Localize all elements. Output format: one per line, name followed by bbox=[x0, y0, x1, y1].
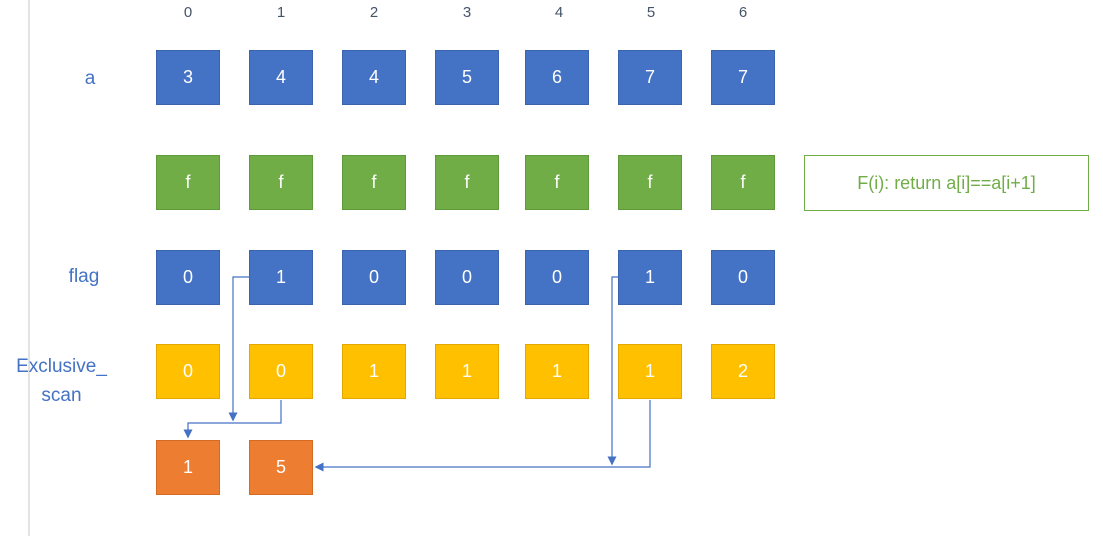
f-cell: f bbox=[711, 155, 775, 210]
column-index: 4 bbox=[554, 4, 564, 21]
arrow-flag5 bbox=[607, 276, 618, 466]
column-index: 1 bbox=[276, 4, 286, 21]
a-cell: 3 bbox=[156, 50, 220, 105]
row-label-line: Exclusive_ bbox=[16, 356, 107, 377]
scan-cell: 2 bbox=[711, 344, 775, 399]
f-cell: f bbox=[342, 155, 406, 210]
a-cell: 7 bbox=[618, 50, 682, 105]
column-index: 2 bbox=[369, 4, 379, 21]
f-cell: f bbox=[156, 155, 220, 210]
row-label-exclusive-scan: Exclusive_ scan bbox=[4, 352, 119, 410]
f-cell: f bbox=[249, 155, 313, 210]
scan-cell: 1 bbox=[435, 344, 499, 399]
a-cell: 7 bbox=[711, 50, 775, 105]
a-cell: 4 bbox=[249, 50, 313, 105]
column-index: 0 bbox=[183, 4, 193, 21]
scan-cell: 0 bbox=[156, 344, 220, 399]
a-cell: 6 bbox=[525, 50, 589, 105]
scan-cell: 1 bbox=[525, 344, 589, 399]
a-cell: 4 bbox=[342, 50, 406, 105]
flag-cell: 0 bbox=[156, 250, 220, 305]
result-cell: 1 bbox=[156, 440, 220, 495]
left-divider bbox=[28, 0, 30, 536]
scan-cell: 1 bbox=[342, 344, 406, 399]
column-index: 6 bbox=[738, 4, 748, 21]
flag-cell: 1 bbox=[618, 250, 682, 305]
f-cell: f bbox=[525, 155, 589, 210]
flag-cell: 0 bbox=[342, 250, 406, 305]
function-definition-box: F(i): return a[i]==a[i+1] bbox=[804, 155, 1089, 211]
result-cell: 5 bbox=[249, 440, 313, 495]
flag-cell: 0 bbox=[525, 250, 589, 305]
row-label-line: scan bbox=[41, 385, 82, 406]
a-cell: 5 bbox=[435, 50, 499, 105]
flag-cell: 0 bbox=[435, 250, 499, 305]
row-label-a: a bbox=[84, 68, 96, 89]
column-index: 3 bbox=[462, 4, 472, 21]
scan-cell: 1 bbox=[618, 344, 682, 399]
row-label-flag: flag bbox=[68, 266, 100, 287]
f-cell: f bbox=[435, 155, 499, 210]
f-cell: f bbox=[618, 155, 682, 210]
arrow-scan5 bbox=[314, 400, 651, 472]
arrow-scan1 bbox=[183, 400, 282, 439]
arrow-flag1 bbox=[228, 276, 249, 422]
flag-cell: 1 bbox=[249, 250, 313, 305]
scan-cell: 0 bbox=[249, 344, 313, 399]
column-index: 5 bbox=[646, 4, 656, 21]
flag-cell: 0 bbox=[711, 250, 775, 305]
